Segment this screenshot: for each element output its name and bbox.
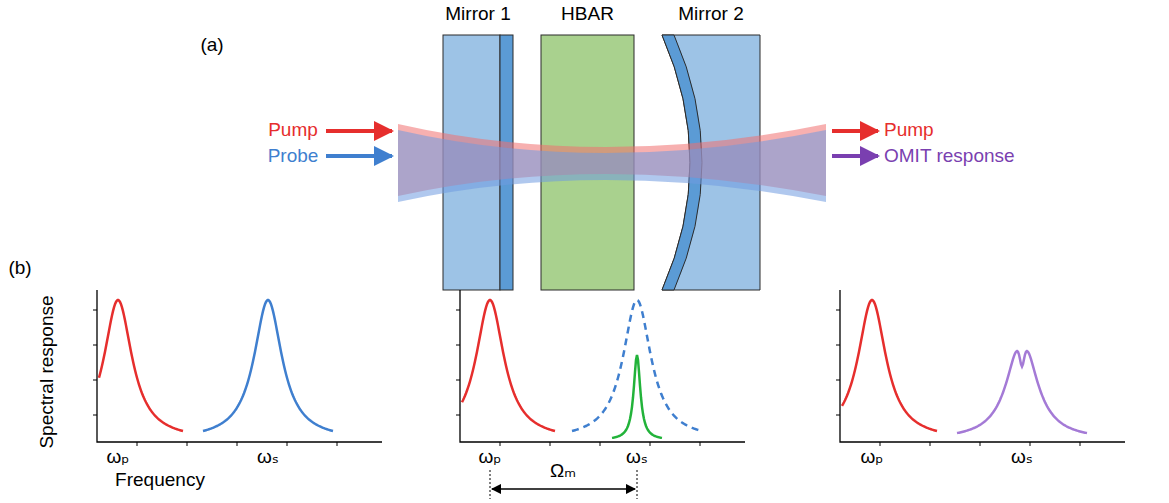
figure-label: Pump <box>884 120 934 141</box>
element-label: HBAR <box>541 3 634 25</box>
x-tick <box>500 442 501 446</box>
x-tick <box>1030 442 1031 446</box>
pump-resonance <box>842 300 937 431</box>
y-tick <box>836 345 840 346</box>
x-tick <box>550 442 551 446</box>
axis-title: Spectral response <box>37 295 58 448</box>
omit-response-curve <box>957 351 1087 433</box>
frequency-mark: Ωₘ <box>550 461 576 482</box>
x-tick <box>980 442 981 446</box>
probe-beam <box>398 130 826 202</box>
pump-arrow-in <box>326 129 392 133</box>
y-tick <box>93 310 97 311</box>
element-label: Mirror 1 <box>442 3 513 25</box>
frequency-mark: ωₚ <box>861 447 884 468</box>
x-tick <box>930 442 931 446</box>
mechanical-resonance <box>612 355 662 438</box>
frequency-mark: ωₚ <box>479 447 502 468</box>
spectral-curves <box>99 300 1087 438</box>
x-tick <box>600 442 601 446</box>
figure-label: (b) <box>8 258 31 279</box>
x-tick <box>700 442 701 446</box>
x-tick <box>237 442 238 446</box>
x-tick <box>880 442 881 446</box>
y-tick <box>456 345 460 346</box>
optical-element: Mirror 1 <box>442 3 513 290</box>
dotted-guide <box>490 470 491 499</box>
pump-resonance <box>462 300 555 431</box>
plot-axes <box>97 290 1125 442</box>
y-tick <box>93 415 97 416</box>
element-label: Mirror 2 <box>662 3 760 25</box>
pump-arrow-out <box>832 129 878 133</box>
y-tick <box>836 310 840 311</box>
x-tick <box>1080 442 1081 446</box>
pump-resonance <box>99 300 183 431</box>
detuning-arrow <box>492 488 635 490</box>
x-tick <box>337 442 338 446</box>
omit-arrow-out <box>832 154 878 158</box>
probe-arrow-in <box>326 154 392 158</box>
x-tick <box>287 442 288 446</box>
figure-label: Frequency <box>115 470 205 491</box>
figure-label: OMIT response <box>884 146 1015 167</box>
probe-resonance-dashed <box>572 300 702 431</box>
optical-element: HBAR <box>541 3 634 290</box>
y-tick <box>456 310 460 311</box>
frequency-mark: ωₛ <box>626 447 648 468</box>
y-tick <box>93 380 97 381</box>
probe-resonance <box>203 300 333 431</box>
x-tick <box>137 442 138 446</box>
y-tick <box>93 345 97 346</box>
y-tick <box>836 415 840 416</box>
dotted-guide <box>637 470 638 499</box>
figure-label: Probe <box>268 146 319 167</box>
optical-element: Mirror 2 <box>662 3 760 290</box>
y-tick <box>836 380 840 381</box>
frequency-mark: ωₚ <box>107 447 130 468</box>
y-tick <box>456 380 460 381</box>
frequency-mark: ωₛ <box>1011 447 1033 468</box>
frequency-mark: ωₛ <box>257 447 279 468</box>
x-tick <box>650 442 651 446</box>
figure-label: Pump <box>268 120 318 141</box>
figure-label: (a) <box>200 35 223 56</box>
x-tick <box>187 442 188 446</box>
y-tick <box>456 415 460 416</box>
